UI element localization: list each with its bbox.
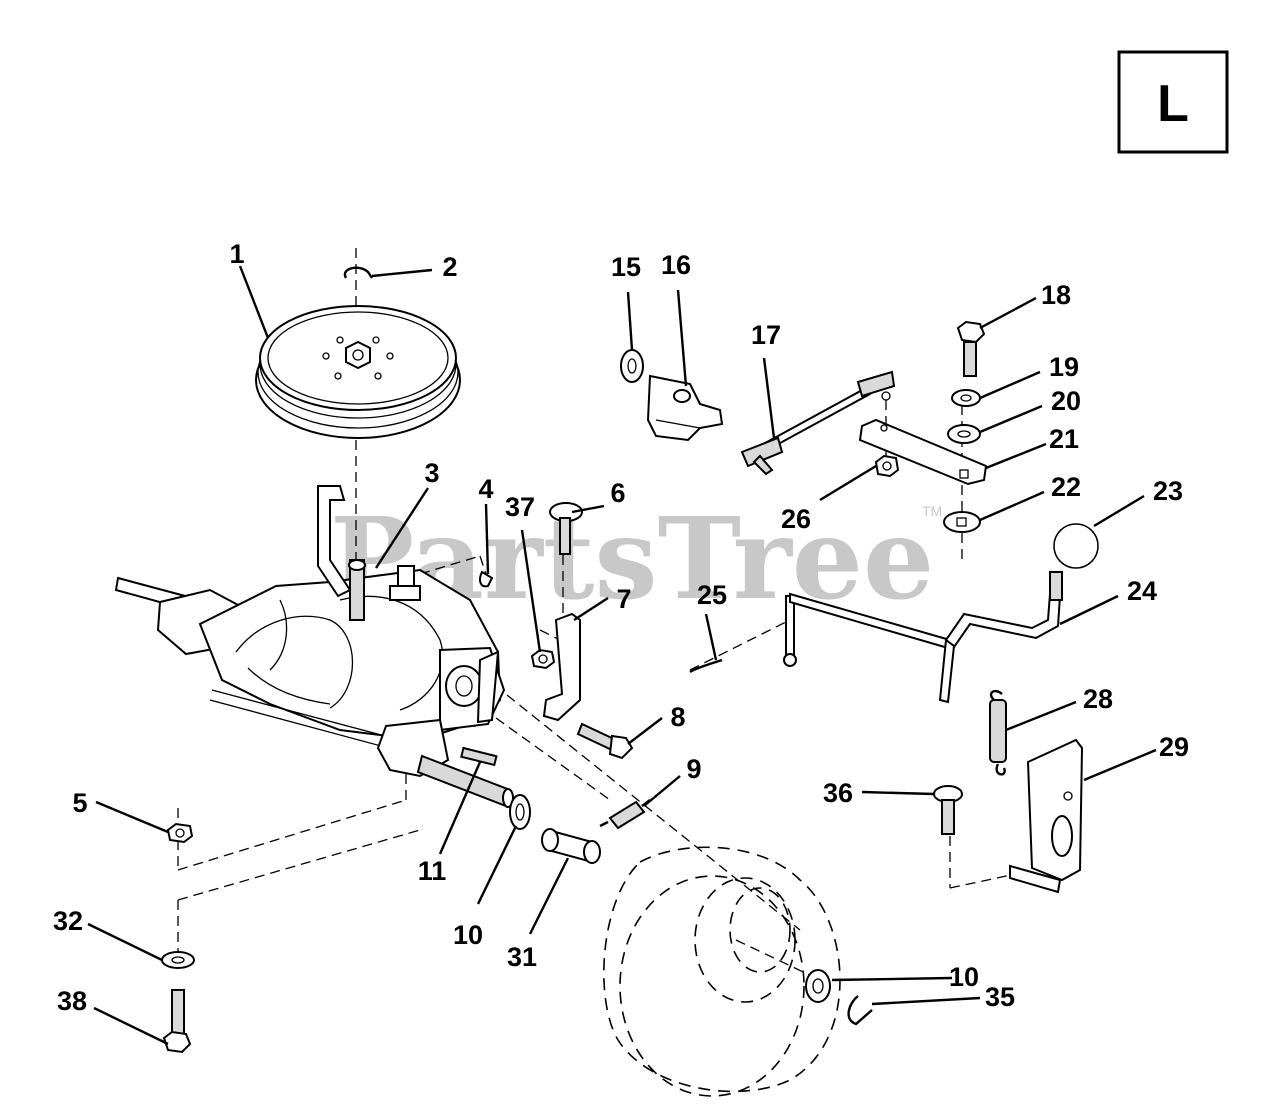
nut-part-37 <box>530 648 556 670</box>
wheel-part <box>603 846 841 1097</box>
callout-25: 25 <box>697 580 727 610</box>
callout-7: 7 <box>616 584 631 614</box>
leader-lines <box>87 265 1157 1046</box>
carriage-bolt-part <box>549 502 583 555</box>
bracket-part-16 <box>646 374 724 442</box>
cotter-pin-part-25 <box>689 658 723 674</box>
callout-15: 15 <box>611 252 641 282</box>
callout-17: 17 <box>751 320 781 350</box>
callout-38: 38 <box>57 986 87 1016</box>
callout-36: 36 <box>823 778 853 808</box>
washer-part-32 <box>161 951 195 969</box>
callout-31: 31 <box>507 942 537 972</box>
bolt-part-38 <box>162 989 192 1054</box>
callout-32: 32 <box>53 906 83 936</box>
bolt-part-18 <box>956 320 986 377</box>
nut-part-26 <box>874 454 900 478</box>
watermark-tm: TM <box>922 503 942 519</box>
callout-26: 26 <box>781 504 811 534</box>
callout-21: 21 <box>1049 424 1079 454</box>
callout-18: 18 <box>1041 280 1071 310</box>
callout-11: 11 <box>418 856 447 886</box>
callout-35: 35 <box>985 982 1015 1012</box>
section-letter: L <box>1157 75 1189 133</box>
key-part-11 <box>460 746 498 767</box>
transaxle-part <box>114 485 514 808</box>
callout-22: 22 <box>1051 472 1081 502</box>
washer-part-19 <box>951 389 981 407</box>
retaining-ring-part <box>343 266 373 279</box>
callout-8: 8 <box>670 702 685 732</box>
pulley-part <box>255 305 461 439</box>
bolt-part-8 <box>576 722 634 760</box>
section-badge: L <box>1117 50 1229 154</box>
callout-16: 16 <box>661 250 691 280</box>
key-part-4 <box>479 570 494 588</box>
spacer-part-31 <box>541 828 601 864</box>
knob-part-23 <box>1053 523 1099 569</box>
washer-part-15 <box>620 349 644 383</box>
callout-23: 23 <box>1153 476 1183 506</box>
callout-20: 20 <box>1051 386 1081 416</box>
callout-19: 19 <box>1049 352 1079 382</box>
callout-2: 2 <box>442 252 457 282</box>
callout-28: 28 <box>1083 684 1113 714</box>
callout-9: 9 <box>686 754 701 784</box>
washer-part-22 <box>943 511 981 533</box>
callout-1: 1 <box>229 239 244 269</box>
washer-part-10b <box>805 969 831 1003</box>
nut-part-5 <box>166 822 194 844</box>
screw-part-36 <box>933 785 963 835</box>
callout-4: 4 <box>478 474 493 504</box>
spring-part-28 <box>989 689 1007 776</box>
callout-24: 24 <box>1127 576 1157 606</box>
callout-29: 29 <box>1159 732 1189 762</box>
shift-lever-part-24 <box>783 571 1063 704</box>
callout-5: 5 <box>72 788 87 818</box>
washer-part-20 <box>947 424 981 444</box>
callout-labels: 1 2 3 4 5 6 7 8 9 10 11 15 16 17 18 19 2… <box>53 239 1189 1016</box>
washer-part-10 <box>509 794 531 830</box>
bracket-part-7 <box>542 612 581 722</box>
callout-3: 3 <box>424 458 439 488</box>
clip-part-35 <box>847 995 873 1026</box>
bracket-part-29 <box>1009 738 1084 894</box>
spring-part-9 <box>599 799 651 830</box>
callout-37: 37 <box>505 492 535 522</box>
callout-10: 10 <box>453 920 483 950</box>
callout-10-right: 10 <box>949 962 979 992</box>
callout-6: 6 <box>610 478 625 508</box>
plate-part-21 <box>858 418 988 486</box>
rod-part-17 <box>740 370 896 476</box>
